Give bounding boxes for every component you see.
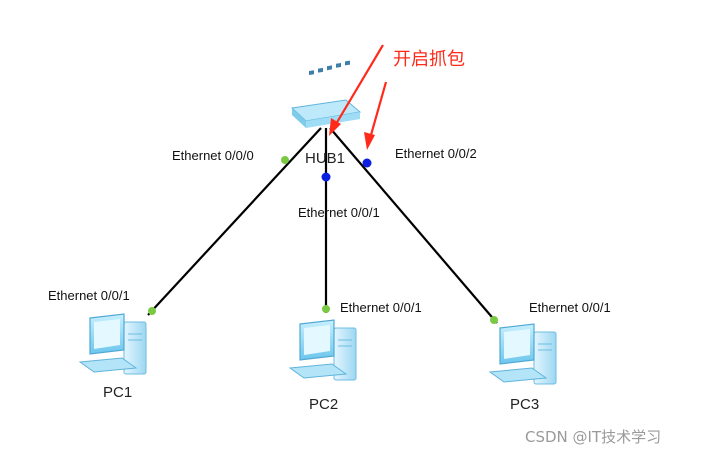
port-dot-pc1[interactable] xyxy=(148,307,156,315)
arrowhead-icon xyxy=(329,118,341,136)
pc2-label: PC2 xyxy=(309,396,339,413)
port-label-pc2: Ethernet 0/0/1 xyxy=(340,300,422,315)
port-label-pc3: Ethernet 0/0/1 xyxy=(529,300,611,315)
port-dot-pc2[interactable] xyxy=(322,305,330,313)
port-dot-hub-p1[interactable] xyxy=(321,172,331,182)
pc1-label: PC1 xyxy=(103,384,133,401)
watermark: CSDN @IT技术学习 xyxy=(525,428,662,446)
hub1-device[interactable] xyxy=(290,60,362,128)
port-indicators xyxy=(148,156,498,324)
port-dot-pc3[interactable] xyxy=(490,316,498,324)
pc3-label: PC3 xyxy=(510,396,540,413)
port-dot-hub-p2[interactable] xyxy=(362,158,372,168)
port-label-hub-p0: Ethernet 0/0/0 xyxy=(172,148,254,163)
pc1-device[interactable] xyxy=(78,313,147,375)
capture-arrows xyxy=(329,44,388,150)
pc3-device[interactable] xyxy=(488,323,557,385)
port-label-pc1: Ethernet 0/0/1 xyxy=(48,288,130,303)
arrowhead-icon xyxy=(364,132,375,150)
port-label-hub-p2: Ethernet 0/0/2 xyxy=(395,146,477,161)
port-label-hub-p1: Ethernet 0/0/1 xyxy=(298,205,380,220)
links xyxy=(147,127,498,324)
port-dot-hub-p0[interactable] xyxy=(281,156,289,164)
capture-annotation: 开启抓包 xyxy=(393,49,465,70)
link-hub-pc1 xyxy=(147,127,322,316)
hub1-label: HUB1 xyxy=(305,150,346,167)
link-hub-pc3 xyxy=(329,127,498,324)
pc2-device[interactable] xyxy=(288,319,357,381)
